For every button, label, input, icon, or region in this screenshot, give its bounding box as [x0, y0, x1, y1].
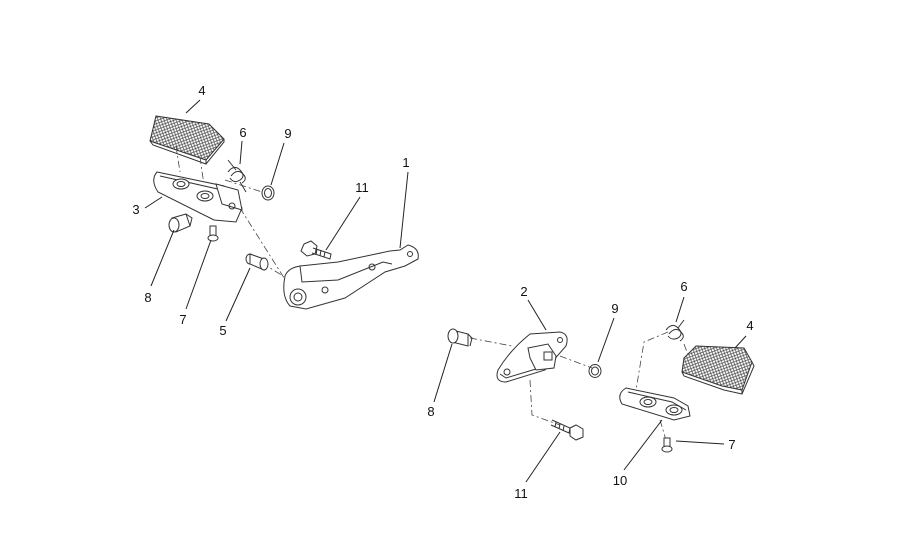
callout-8-right: 8 — [427, 404, 434, 419]
left-footrest-pin — [168, 213, 193, 233]
left-footrest-bracket — [153, 171, 243, 223]
left-mounting-bolt — [300, 240, 332, 260]
right-footrest-carrier — [619, 387, 691, 421]
right-assembly: 2 6 9 4 8 7 10 11 — [427, 279, 755, 501]
right-return-spring — [665, 319, 685, 342]
callout-7-right: 7 — [728, 437, 735, 452]
callout-7-left: 7 — [179, 312, 186, 327]
right-footrest-bracket — [496, 331, 568, 383]
right-mounting-bolt — [550, 419, 584, 441]
left-small-bolt — [207, 225, 219, 242]
callout-9-right: 9 — [611, 301, 618, 316]
left-return-spring — [227, 159, 247, 193]
callout-6-right: 6 — [680, 279, 687, 294]
left-assembly: 4 6 9 1 11 3 8 7 5 — [132, 83, 419, 338]
left-circlip — [261, 185, 275, 201]
right-small-bolt — [661, 437, 673, 453]
callout-1-left: 1 — [402, 155, 409, 170]
left-footrest-plate — [283, 244, 419, 310]
callout-2-right: 2 — [520, 284, 527, 299]
callout-11-left: 11 — [355, 180, 369, 195]
callout-4-right: 4 — [746, 318, 753, 333]
callout-9-left: 9 — [284, 126, 291, 141]
right-circlip — [588, 364, 602, 378]
callout-8-left: 8 — [144, 290, 151, 305]
left-bushing — [245, 253, 269, 271]
right-footrest-pin — [447, 328, 473, 347]
callout-11-right: 11 — [514, 486, 528, 501]
callout-4-left: 4 — [198, 83, 205, 98]
callout-5-left: 5 — [219, 323, 226, 338]
left-footrest-rubber-pad — [149, 115, 225, 165]
right-footrest-rubber-pad — [681, 345, 755, 395]
callout-6-left: 6 — [239, 125, 246, 140]
callout-10-right: 10 — [613, 473, 627, 488]
callout-3-left: 3 — [132, 202, 139, 217]
